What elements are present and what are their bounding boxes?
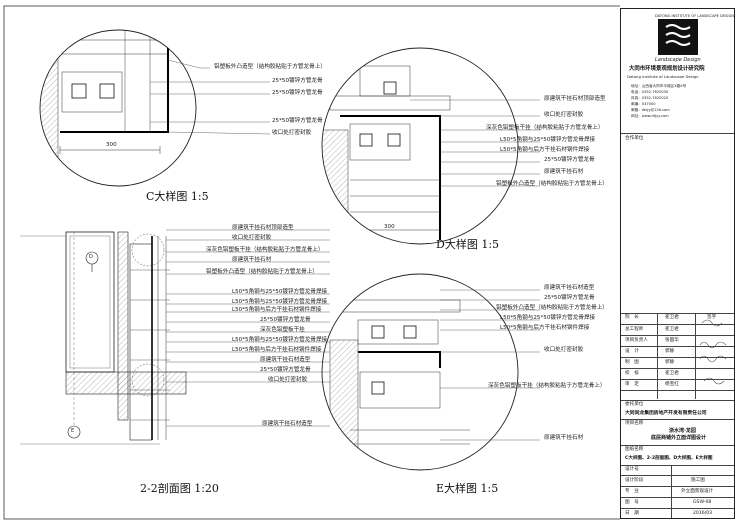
project-label: 项目名称 <box>625 421 644 426</box>
e-detail-circle <box>321 273 519 471</box>
signature-header: 签字 <box>707 315 717 320</box>
e-label-1: 原建筑干挂石材造型 <box>544 285 595 291</box>
s22-label-4: 原建筑干挂石材 <box>232 257 272 263</box>
sheet-border <box>3 5 620 520</box>
role-0: 院 长 <box>625 315 639 320</box>
company-web: 网址：www.dtjyy.com <box>631 114 669 118</box>
d-label-4: L50*5角钢与25*50镀锌方管龙骨焊接 <box>500 137 596 143</box>
detail-drawings <box>3 5 620 520</box>
s22-label-3: 深灰色铝塑板干挂（结构胶粘贴于方管龙骨上） <box>206 247 324 253</box>
role-6: 审 定 <box>625 382 639 387</box>
c-detail-circle <box>39 29 197 187</box>
d-detail-title: D大样图 1:5 <box>436 238 500 251</box>
s22-label-9: 25*50镀锌方管龙骨 <box>260 317 311 323</box>
section-2-2 <box>20 229 330 445</box>
role-1-name: 崔卫君 <box>665 327 679 332</box>
cooperation-label: 合作单位 <box>625 136 644 141</box>
logo-text: Landscape Design <box>655 57 701 63</box>
role-2: 项目负责人 <box>625 338 648 343</box>
company-phone: 电话：0352-7620030 <box>631 90 669 94</box>
role-3: 设 计 <box>625 349 639 354</box>
c-label-2: 25*50镀锌方管龙骨 <box>272 78 323 84</box>
marker-d: D <box>89 254 93 260</box>
drawing-no-label: 图 号 <box>625 500 639 505</box>
stage-label: 设计阶段 <box>625 478 644 483</box>
role-2-name: 张国华 <box>665 338 679 343</box>
role-4-name: 郭静 <box>665 360 675 365</box>
c-label-5: 收口处打密封胶 <box>272 130 312 136</box>
role-5: 校 核 <box>625 371 639 376</box>
company-name: 大同市环境景观规划设计研究院 <box>629 66 705 72</box>
d-label-2: 收口处打密封胶 <box>544 112 584 118</box>
d-label-1: 原建筑干挂石材顶部造型 <box>544 96 606 102</box>
e-label-8: 原建筑干挂石材 <box>544 435 584 441</box>
signature-marks <box>699 319 727 385</box>
s22-label-11: L50*5角钢与25*50镀锌方管龙骨焊接 <box>232 337 328 343</box>
discipline-value: 外立面景观设计 <box>681 489 714 494</box>
role-0-name: 崔卫君 <box>665 315 679 320</box>
d-label-3: 深灰色铝塑板干挂（结构胶粘贴于方管龙骨上） <box>486 125 604 131</box>
s22-label-2: 收口处打密封胶 <box>232 235 272 241</box>
marker-e: E <box>71 428 75 434</box>
c-label-1: 铝塑板外凸造型（结构胶粘贴于方管龙骨上） <box>214 64 326 70</box>
company-fax: 传真：0352-7620020 <box>631 96 669 100</box>
company-email: 邮箱：dtsjy@126.com <box>631 108 670 112</box>
s22-label-1: 原建筑干挂石材顶部造型 <box>232 225 294 231</box>
e-label-2: 25*50镀锌方管龙骨 <box>544 295 595 301</box>
e-label-6: 收口处打密封胶 <box>544 347 584 353</box>
d-detail-circle <box>321 47 519 245</box>
date-value: 2016/03 <box>693 511 713 516</box>
company-address: 地址：山西省大同市平城区X路X号 <box>631 84 687 88</box>
project-subname: 底层商铺外立面详图设计 <box>651 435 707 441</box>
s22-label-15: 收口处打密封胶 <box>268 377 308 383</box>
role-6-name: 杨宝红 <box>665 382 679 387</box>
discipline-label: 专 业 <box>625 489 639 494</box>
e-label-3: 铝塑板外凸造型（结构胶粘贴于方管龙骨上） <box>496 305 608 311</box>
s22-label-8: L50*5角钢与后方干挂石材钢件焊接 <box>232 307 322 313</box>
d-label-8: 铝塑板外凸造型（结构胶粘贴于方管龙骨上） <box>496 181 608 187</box>
c-dim-width: 300 <box>106 142 117 148</box>
company-name-en: Datong institute of Landscape Design <box>627 74 699 79</box>
date-label: 日 期 <box>625 511 639 516</box>
company-postcode: 邮编：037000 <box>631 102 656 106</box>
s22-label-7: L50*5角钢与25*50镀锌方管龙骨焊接 <box>232 299 328 305</box>
title-block: DATONG INSTITUTE OF LANDSCAPE DESIGN Lan… <box>620 8 735 519</box>
e-label-4: L50*5角钢与25*50镀锌方管龙骨焊接 <box>500 315 596 321</box>
drawing-name: C大样图、2-2剖面图、D大样图、E大样图 <box>625 456 713 461</box>
d-label-5: L50*5角钢与后方干挂石材钢件焊接 <box>500 147 590 153</box>
s22-label-13: 原建筑干挂石材造型 <box>260 357 311 363</box>
section-2-2-title: 2-2剖面图 1:20 <box>140 482 219 495</box>
c-detail-title: C大样图 1:5 <box>146 190 209 203</box>
client-label: 委托单位 <box>625 402 644 407</box>
e-label-5: L50*5角钢与后方干挂石材钢件焊接 <box>500 325 590 331</box>
drawing-no-value: GSW-08 <box>693 500 712 505</box>
d-label-6: 25*50镀锌方管龙骨 <box>544 157 595 163</box>
role-4: 制 图 <box>625 360 639 365</box>
sheet-no-label: 设计号 <box>625 467 639 472</box>
project-name: 浙水湾·龙园 <box>669 428 696 434</box>
s22-label-16: 原建筑干挂石材造型 <box>262 421 313 427</box>
c-label-3: 25*50镀锌方管龙骨 <box>272 90 323 96</box>
s22-label-14: 25*50镀锌方管龙骨 <box>260 367 311 373</box>
s22-label-6: L50*5角钢与25*50镀锌方管龙骨焊接 <box>232 289 328 295</box>
company-logo-icon <box>658 19 698 55</box>
d-dim-width: 300 <box>384 224 395 230</box>
d-label-7: 原建筑干挂石材 <box>544 169 584 175</box>
stage-value: 施工图 <box>691 478 705 483</box>
s22-label-12: L50*5角钢与后方干挂石材钢件焊接 <box>232 347 322 353</box>
s22-label-5: 铝塑板外凸造型（结构胶粘贴于方管龙骨上） <box>206 269 318 275</box>
s22-label-10: 深灰色铝塑板干挂 <box>260 327 305 333</box>
drawing-label: 图纸名称 <box>625 447 644 452</box>
logo-subtext: DATONG INSTITUTE OF LANDSCAPE DESIGN <box>655 14 734 18</box>
client-name: 大同同龙集团房地产开发有限责任公司 <box>625 411 707 416</box>
c-detail <box>39 29 271 187</box>
e-label-7: 深灰色铝塑板干挂（结构胶粘贴于方管龙骨上） <box>488 383 606 389</box>
role-5-name: 崔卫君 <box>665 371 679 376</box>
e-detail-title: E大样图 1:5 <box>436 482 499 495</box>
c-label-4: 25*50镀锌方管龙骨 <box>272 118 323 124</box>
role-1: 总工程师 <box>625 327 644 332</box>
role-3-name: 郭静 <box>665 349 675 354</box>
